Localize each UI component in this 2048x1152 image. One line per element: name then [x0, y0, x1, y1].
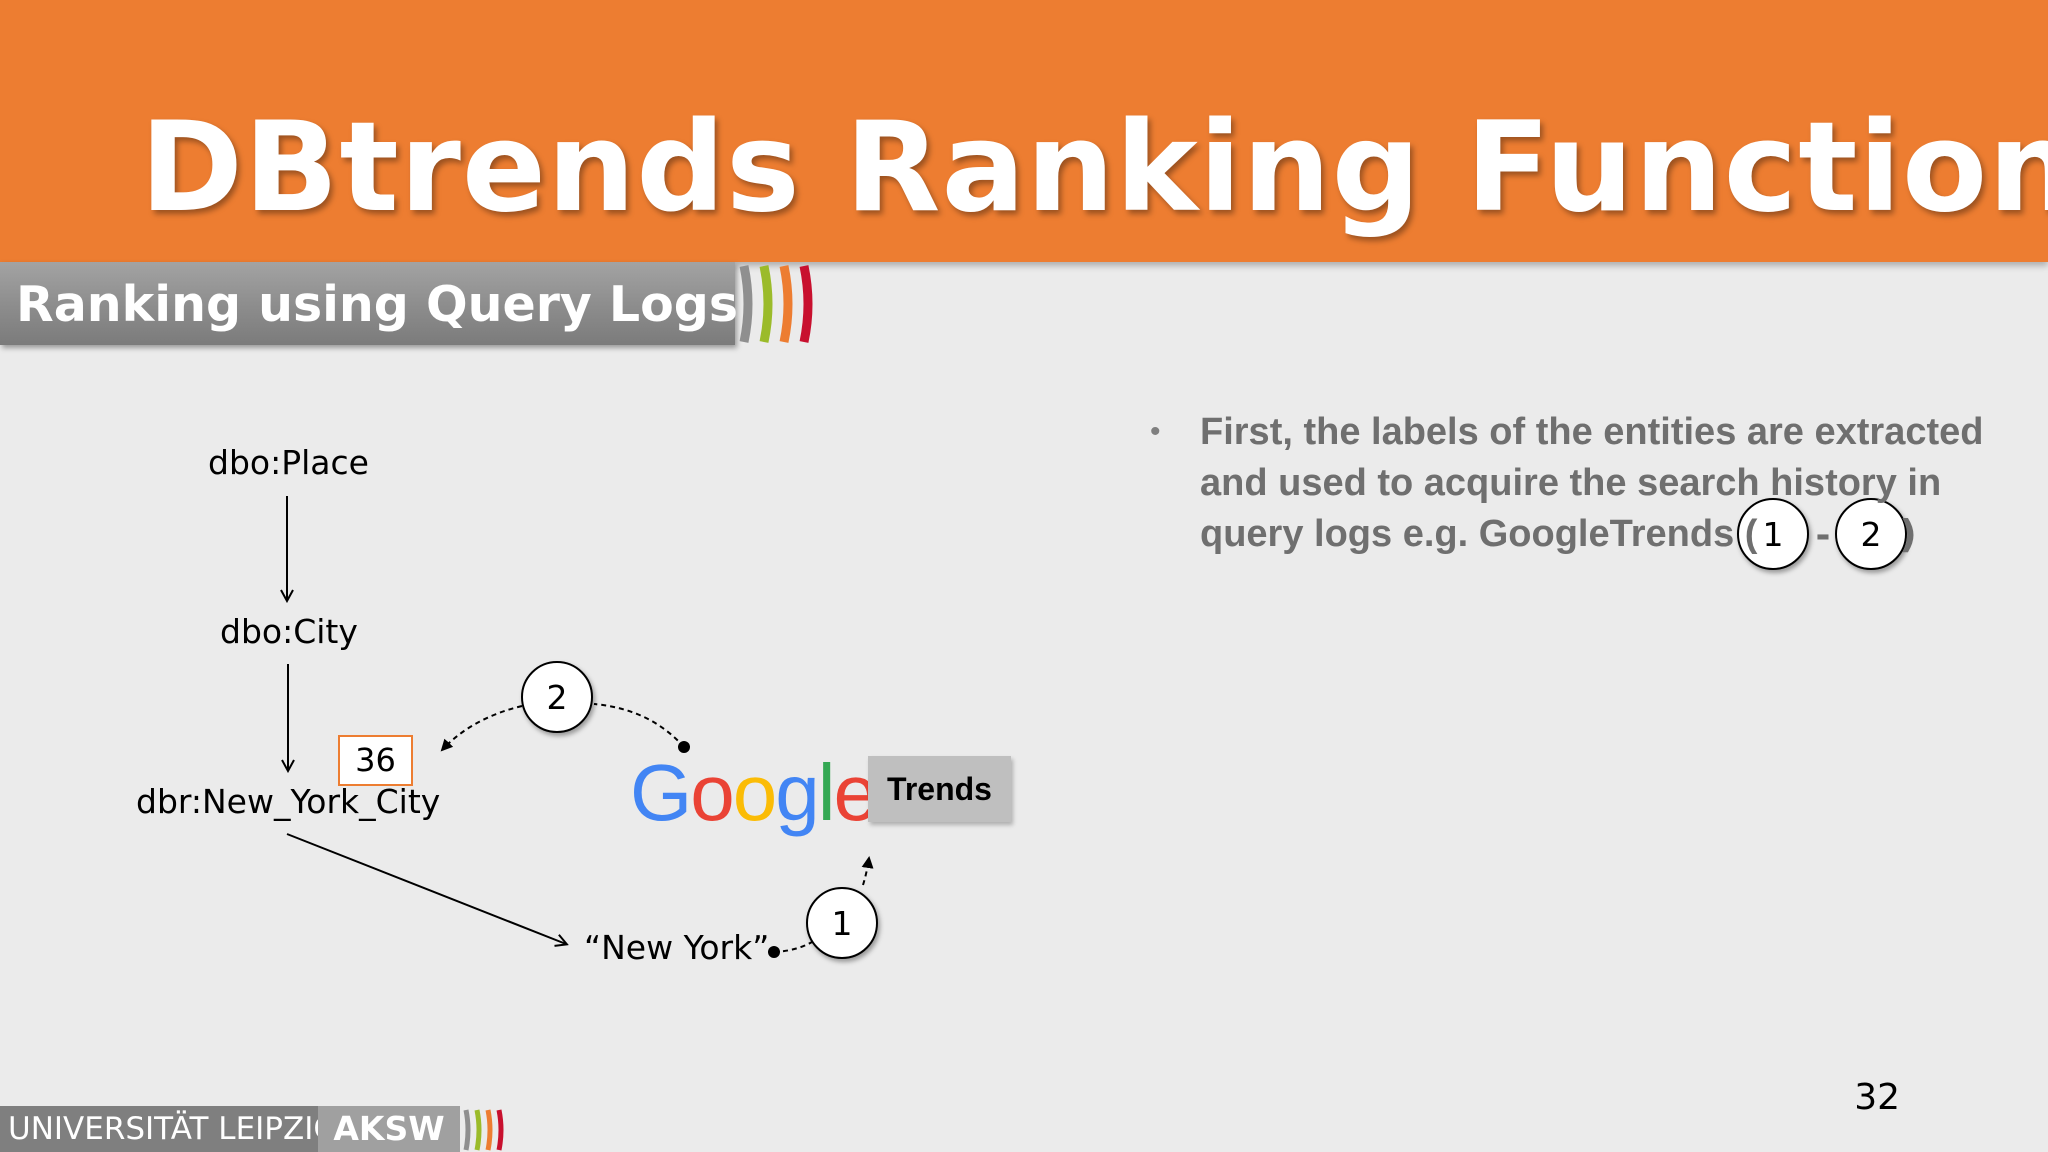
literal-new-york: “New York” — [584, 928, 770, 967]
bullet-text-line1: First, the labels of the entities are ex… — [1200, 411, 1984, 453]
bullet-icon: • — [1150, 415, 1161, 448]
node-dbr-new-york-city: dbr:New_York_City — [136, 782, 441, 821]
dashed-step2-to-score — [440, 705, 523, 752]
google-logo-letter: o — [732, 748, 777, 837]
stripe-green — [759, 265, 773, 343]
google-logo-letter: G — [630, 748, 692, 837]
google-logo-letter: o — [690, 748, 734, 837]
step2-number: 2 — [547, 678, 568, 717]
bullet-ref2-number: 2 — [1861, 515, 1882, 554]
footer-university: UNIVERSITÄT LEIPZIG — [0, 1106, 318, 1152]
dashed-label-to-step1 — [773, 941, 813, 953]
google-logo: Google — [630, 748, 878, 838]
bullet-ref2-circle — [1835, 498, 1907, 570]
footer-brand-stripes-logo — [463, 1109, 504, 1151]
subtitle-bar — [0, 262, 735, 345]
bullet-ref-dash: - — [1816, 515, 1831, 556]
brand-stripes-logo — [739, 265, 813, 343]
slide-subtitle: Ranking using Query Logs — [16, 276, 739, 333]
bullet-text-line3: query logs e.g. GoogleTrends ( — [1200, 513, 1758, 555]
bullet-text-line2: and used to acquire the search history i… — [1200, 462, 1942, 504]
footer-group: AKSW — [318, 1106, 460, 1152]
google-logo-letter: g — [775, 748, 819, 837]
stripe-red — [799, 265, 813, 343]
arrow-nyc-to-label — [286, 833, 566, 944]
step2-circle — [521, 661, 593, 733]
step1-circle — [806, 887, 878, 959]
google-logo-letters: Google — [630, 748, 878, 837]
node-dbo-place: dbo:Place — [208, 443, 369, 482]
bullet-ref1-circle — [1737, 498, 1809, 570]
dashed-step1-to-trends — [861, 856, 874, 886]
score-badge: 36 — [338, 735, 413, 786]
slide-title: DBtrends Ranking Function — [140, 96, 2048, 240]
trends-label: Trends — [868, 756, 1011, 822]
node-dbo-city: dbo:City — [220, 612, 358, 651]
stripe-orange — [779, 265, 793, 343]
bullet-ref-close: ) — [1899, 512, 1916, 556]
google-logo-letter: l — [817, 748, 836, 837]
dashed-google-to-step2 — [593, 703, 685, 748]
step1-number: 1 — [832, 904, 853, 943]
stripe-gray — [739, 265, 753, 343]
title-bar — [0, 0, 2048, 262]
page-number: 32 — [1854, 1077, 1900, 1118]
bullet-ref1-number: 1 — [1763, 515, 1784, 554]
